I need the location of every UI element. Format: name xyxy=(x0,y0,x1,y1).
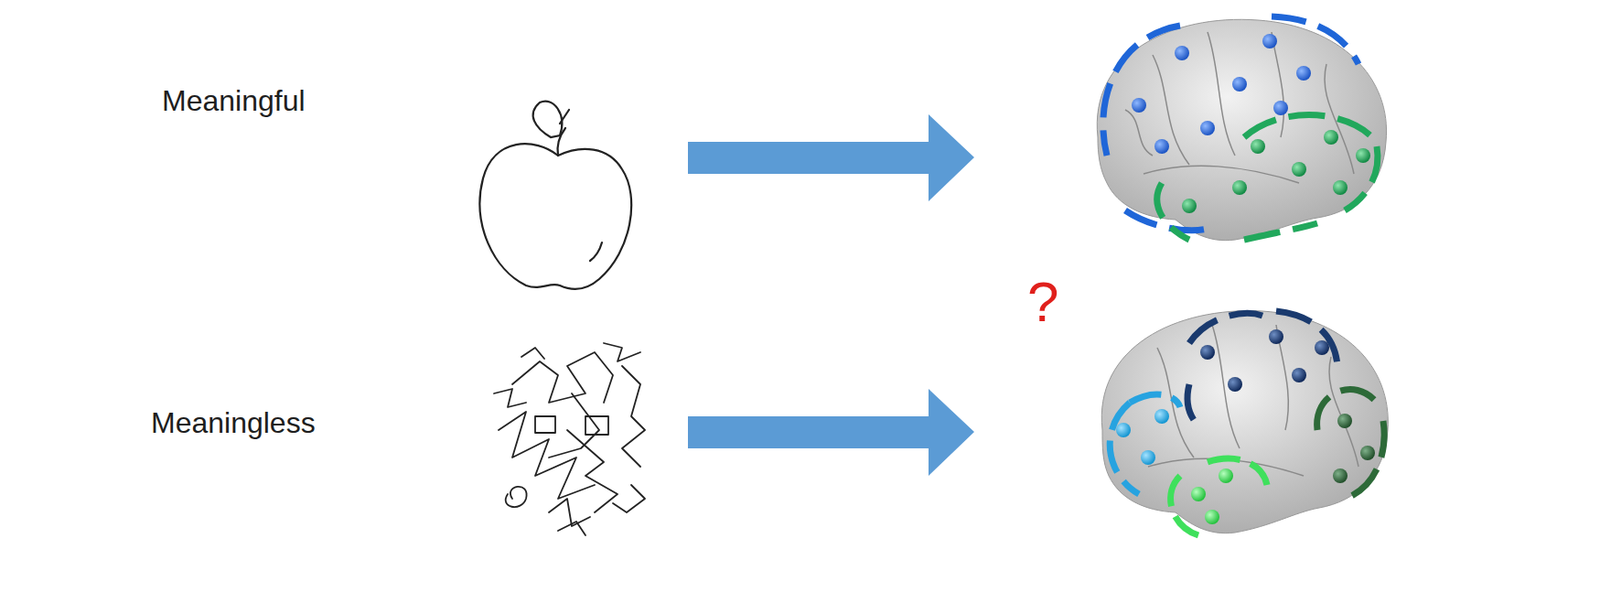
brain-network-meaningful xyxy=(1096,16,1386,241)
block-arrow xyxy=(687,114,975,202)
apple-drawing xyxy=(480,101,633,290)
question-mark: ? xyxy=(1027,273,1059,331)
row-label: Meaningless xyxy=(150,408,316,438)
scribble-drawing xyxy=(493,343,645,536)
brain-network-meaningless xyxy=(1101,311,1388,536)
block-arrow xyxy=(687,388,975,476)
row-label: Meaningful xyxy=(161,85,306,116)
